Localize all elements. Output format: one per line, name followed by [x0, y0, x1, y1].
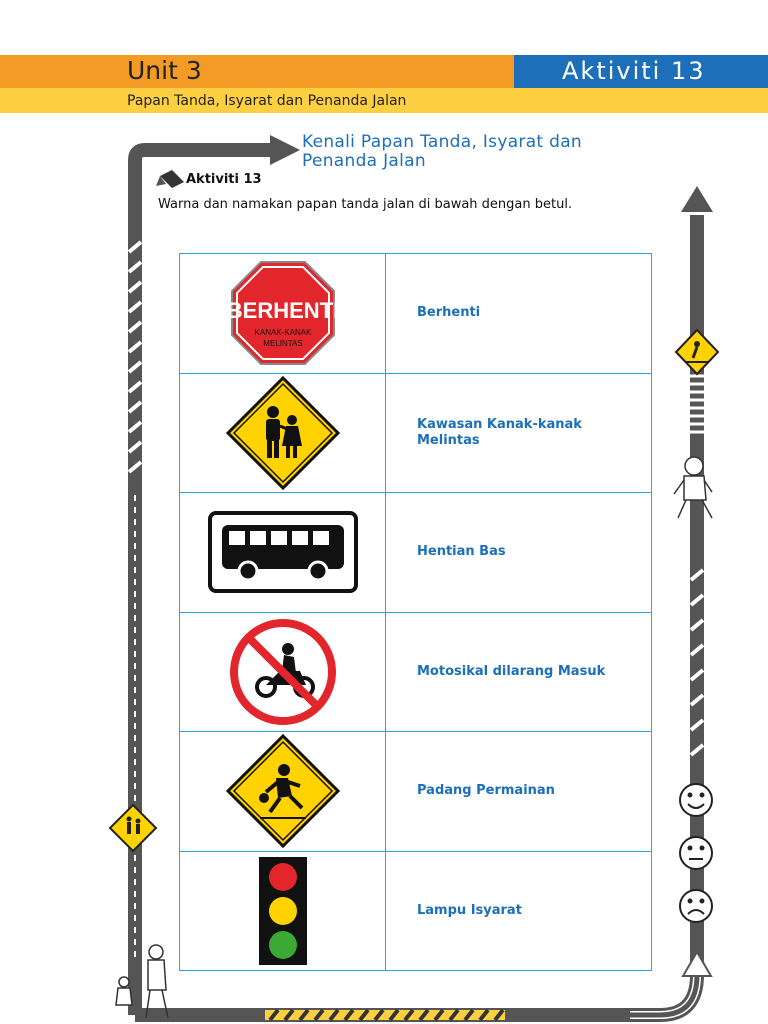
- sign-cell: BERHENTI KANAK-KANAK MELINTAS: [179, 253, 386, 374]
- sign-name-cell: Motosikal dilarang Masuk: [385, 611, 652, 732]
- sign-name: Lampu Isyarat: [417, 902, 522, 918]
- activity-label: Aktiviti 13: [186, 172, 262, 187]
- sign-name: Padang Permainan: [417, 783, 555, 799]
- table-row: Motosikal dilarang Masuk: [179, 611, 652, 732]
- section-heading: Kenali Papan Tanda, Isyarat dan Penanda …: [302, 133, 642, 171]
- sign-cell: [179, 611, 386, 732]
- traffic-light-icon: [258, 856, 307, 965]
- signs-table: BERHENTI KANAK-KANAK MELINTAS Berhenti K…: [179, 253, 652, 971]
- sign-cell: [179, 492, 386, 613]
- instruction-text: Warna dan namakan papan tanda jalan di b…: [158, 197, 573, 212]
- sign-name: Hentian Bas: [417, 544, 506, 560]
- sign-name-cell: Kawasan Kanak-kanak Melintas: [385, 372, 652, 493]
- table-row: Hentian Bas: [179, 492, 652, 613]
- children-crossing-small-icon: [108, 803, 158, 853]
- pedestrian-crossing-icon: [674, 328, 720, 376]
- playground-icon: [225, 734, 340, 849]
- sign-cell: [179, 372, 386, 493]
- smiley-sad-icon: [679, 889, 713, 923]
- header-bar-orange: [0, 55, 514, 88]
- road-arrow-icon: [270, 135, 300, 165]
- sign-name: Berhenti: [417, 305, 481, 321]
- table-row: Kawasan Kanak-kanak Melintas: [179, 372, 652, 493]
- section-heading-line1: Kenali Papan Tanda, Isyarat dan: [302, 132, 582, 152]
- sign-cell: [179, 850, 386, 971]
- stop-sign-text: BERHENTI: [230, 298, 336, 323]
- unit-title: Unit 3: [127, 56, 202, 85]
- no-motorcycle-icon: [229, 618, 336, 725]
- header-bar-blue: [514, 55, 768, 88]
- pencil-icon: [156, 170, 184, 188]
- section-heading-line2: Penanda Jalan: [302, 151, 426, 171]
- stop-sign-icon: BERHENTI KANAK-KANAK MELINTAS: [230, 261, 336, 366]
- table-row: Lampu Isyarat: [179, 850, 652, 971]
- family-walking-icon: [115, 944, 169, 1019]
- sign-name-cell: Lampu Isyarat: [385, 850, 652, 971]
- sign-name-cell: Berhenti: [385, 253, 652, 374]
- table-row: BERHENTI KANAK-KANAK MELINTAS Berhenti: [179, 253, 652, 374]
- sign-name-cell: Padang Permainan: [385, 731, 652, 852]
- page-subtitle: Papan Tanda, Isyarat dan Penanda Jalan: [127, 93, 407, 109]
- table-row: Padang Permainan: [179, 731, 652, 852]
- stop-sign-subtext-1: KANAK-KANAK: [254, 328, 312, 337]
- boy-walking-icon: [673, 456, 713, 519]
- smiley-neutral-icon: [679, 836, 713, 870]
- header-bar-yellow: [0, 88, 768, 113]
- children-crossing-icon: [225, 375, 340, 490]
- bus-stop-icon: [207, 511, 358, 594]
- sign-cell: [179, 731, 386, 852]
- activity-title: Aktiviti 13: [562, 57, 706, 85]
- stop-sign-subtext-2: MELINTAS: [263, 339, 302, 348]
- smiley-happy-icon: [679, 783, 713, 817]
- sign-name-cell: Hentian Bas: [385, 492, 652, 613]
- sign-name: Motosikal dilarang Masuk: [417, 663, 606, 679]
- sign-name: Kawasan Kanak-kanak Melintas: [417, 416, 582, 448]
